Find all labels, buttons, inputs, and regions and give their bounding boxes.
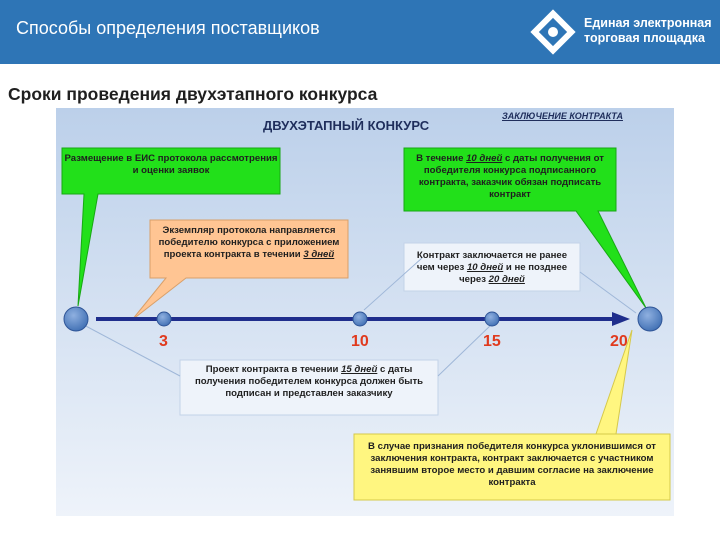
timeline-node-3 xyxy=(156,311,172,327)
green-right-callout-box xyxy=(403,147,647,309)
timeline-label-15: 15 xyxy=(483,333,501,350)
green-right-text-before: В течение xyxy=(416,153,467,164)
timeline-diagram: ДВУХЭТАПНЫЙ КОНКУРС ЗАКЛЮЧЕНИЕ КОНТРАКТА… xyxy=(56,108,674,516)
timeline-arrowhead xyxy=(612,312,630,326)
slide-subtitle: Сроки проведения двухэтапного конкурса xyxy=(8,84,378,104)
page-title: Способы определения поставщиков xyxy=(16,18,320,38)
logo-text: Единая электронная торговая площадка xyxy=(584,16,712,46)
contract-term-text: Контракт заключается не ранее чем через … xyxy=(408,250,576,286)
orange-callout-text: Экземпляр протокола направляется победит… xyxy=(156,225,342,261)
orange-text-highlight: 3 дней xyxy=(303,249,335,260)
corner-label: ЗАКЛЮЧЕНИЕ КОНТРАКТА xyxy=(502,111,623,121)
timeline-start-node xyxy=(63,306,89,332)
project-term-before: Проект контракта в течении xyxy=(205,364,342,375)
timeline-node-15 xyxy=(484,311,500,327)
green-right-callout-text: В течение 10 дней с даты получения от по… xyxy=(408,153,612,201)
contract-term-pointer-right xyxy=(579,271,637,314)
contract-term-part2: и не позднее через xyxy=(459,262,568,285)
contract-term-pointer-left xyxy=(363,257,423,311)
diagram-title: ДВУХЭТАПНЫЙ КОНКУРС xyxy=(263,118,430,133)
timeline-label-10: 10 xyxy=(351,333,369,350)
project-term-highlight: 15 дней xyxy=(341,364,378,375)
eetp-logo-icon xyxy=(530,9,576,55)
green-left-callout-box xyxy=(61,147,281,307)
contract-term-part1: Контракт заключается не ранее чем через xyxy=(416,250,568,273)
timeline-label-20: 20 xyxy=(610,333,628,350)
logo-line-1: Единая электронная xyxy=(584,16,712,30)
header-bar: Способы определения поставщиков Единая э… xyxy=(0,0,720,64)
green-right-text-highlight: 10 дней xyxy=(466,153,503,164)
yellow-callout-box xyxy=(353,329,671,501)
green-left-callout-text: Размещение в ЕИС протокола рассмотрения … xyxy=(64,153,278,176)
contract-term-highlight2: 20 дней xyxy=(488,274,525,285)
diagram-graphics xyxy=(56,108,674,516)
project-term-box xyxy=(179,359,439,416)
project-term-after: с даты получения победителем конкурса до… xyxy=(194,364,424,399)
logo-line-2: торговая площадка xyxy=(584,31,705,45)
project-term-pointer-left xyxy=(81,323,181,377)
orange-callout-box xyxy=(131,219,349,321)
timeline-end-node xyxy=(637,306,663,332)
green-right-text-after: с даты получения от победителя конкурса … xyxy=(418,153,604,200)
project-term-pointer-right xyxy=(437,323,493,377)
orange-text-before: Экземпляр протокола направляется победит… xyxy=(158,225,340,260)
contract-term-box xyxy=(403,242,581,292)
project-term-text: Проект контракта в течении 15 дней с дат… xyxy=(190,364,428,400)
contract-term-highlight1: 10 дней xyxy=(466,262,504,273)
timeline-node-10 xyxy=(352,311,368,327)
timeline-label-3: 3 xyxy=(159,333,168,350)
yellow-callout-text: В случае признания победителя конкурса у… xyxy=(368,441,656,488)
